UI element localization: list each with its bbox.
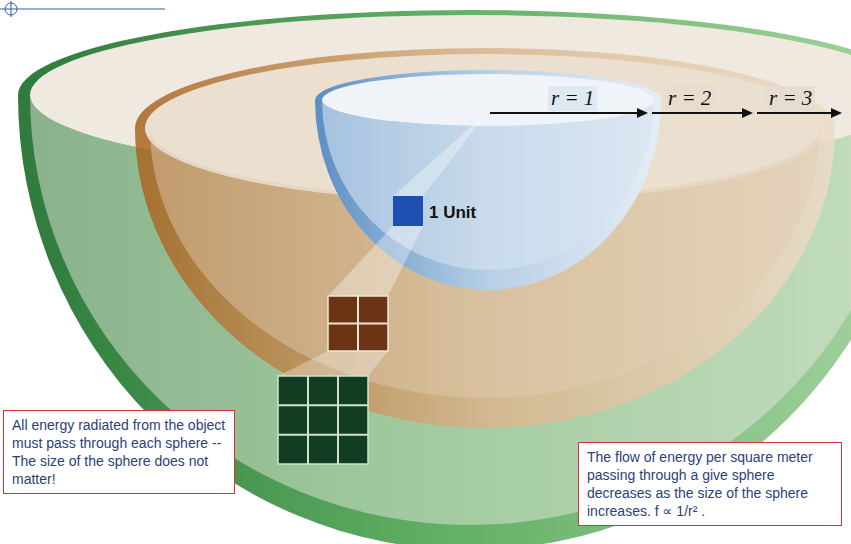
inner-inside [322,100,654,270]
inner-rim [322,74,654,126]
unit-square [393,196,423,226]
note-text: The flow of energy per square meter pass… [587,448,833,520]
note-box: The flow of energy per square meter pass… [578,442,842,526]
green-grid [278,376,368,464]
light-cone [278,351,388,376]
radius-label: r = 2 [665,86,714,111]
rule-line [0,9,165,10]
middle-sphere [135,48,835,428]
radius-label: r = 1 [548,86,597,111]
light-cone [328,226,423,296]
brown-grid [328,296,388,351]
light-cone [393,112,488,196]
unit-label: 1 Unit [429,203,476,223]
radius-label: r = 3 [766,86,815,111]
rule-tick [11,1,12,17]
note-box: All energy radiated from the object must… [3,410,235,494]
note-text: All energy radiated from the object must… [12,416,226,488]
